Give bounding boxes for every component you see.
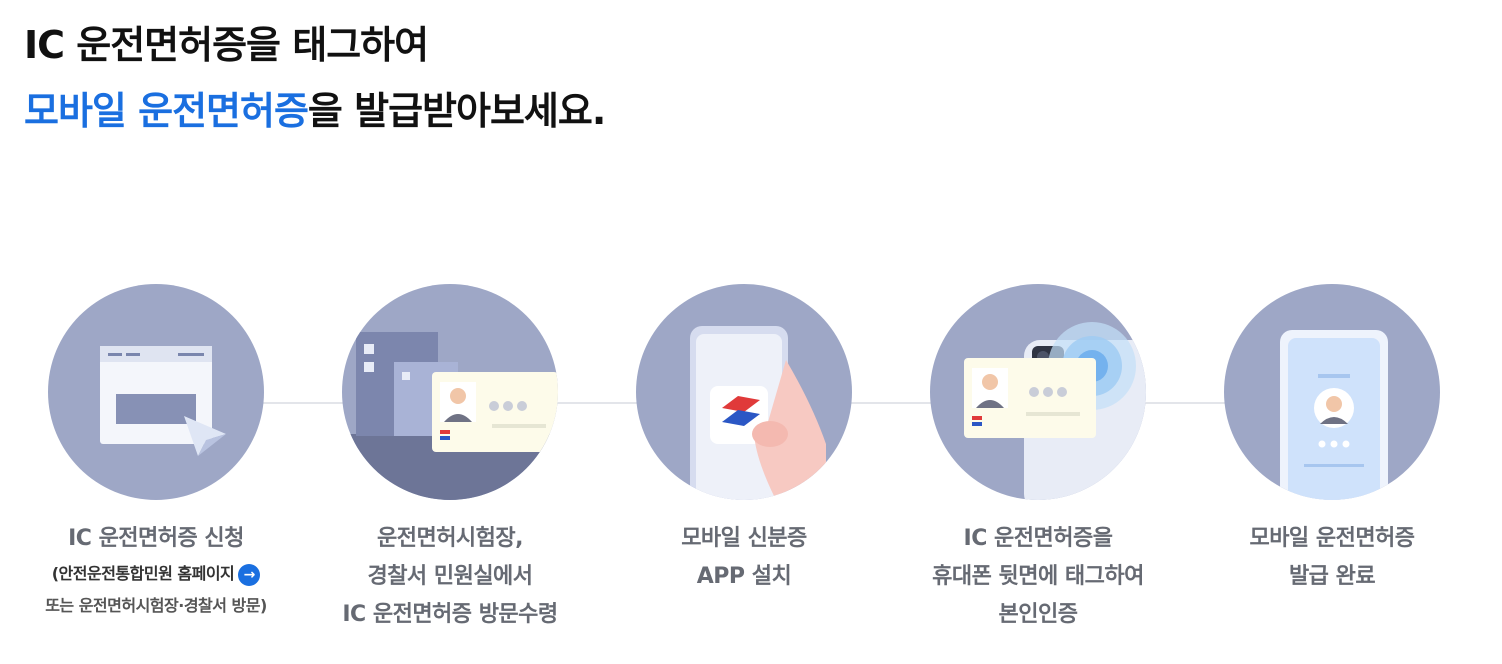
headline-line2: 모바일 운전면허증을 발급받아보세요. <box>24 78 606 144</box>
step-5-line2: 발급 완료 <box>1288 564 1376 589</box>
step-1-link-row[interactable]: (안전운전통합민원 홈페이지→ <box>8 558 304 590</box>
step-4-line3: 본인인증 <box>998 602 1078 627</box>
step-5-line1: 모바일 운전면허증 <box>1249 526 1415 551</box>
arrow-right-icon[interactable]: → <box>238 563 261 586</box>
office-idcard-icon <box>342 284 558 500</box>
step-2-label: 운전면허시험장, 경찰서 민원실에서 IC 운전면허증 방문수령 <box>302 520 598 634</box>
step-2-line2: 경찰서 민원실에서 <box>367 564 533 589</box>
steps-process: IC 운전면허증 신청 (안전운전통합민원 홈페이지→ 또는 운전면허시험장·경… <box>0 280 1502 664</box>
step-4-line1: IC 운전면허증을 <box>963 526 1113 551</box>
step-1-link-text[interactable]: 안전운전통합민원 홈페이지 <box>58 564 235 583</box>
step-3-label: 모바일 신분증 APP 설치 <box>596 520 892 596</box>
step-1-paren: ( <box>51 564 59 583</box>
step-3-line1: 모바일 신분증 <box>681 526 807 551</box>
step-5-label: 모바일 운전면허증 발급 완료 <box>1184 520 1480 596</box>
step-2-line1: 운전면허시험장, <box>376 526 524 551</box>
headline-accent: 모바일 운전면허증 <box>24 89 309 133</box>
step-4-line2: 휴대폰 뒷면에 태그하여 <box>932 564 1144 589</box>
mobile-license-complete-icon <box>1224 284 1440 500</box>
step-2-line3: IC 운전면허증 방문수령 <box>342 602 558 627</box>
step-1-sub2: 또는 운전면허시험장·경찰서 방문) <box>45 596 267 615</box>
step-1-line1: IC 운전면허증 신청 <box>68 526 244 551</box>
headline-line1: IC 운전면허증을 태그하여 <box>24 23 429 67</box>
headline-rest: 을 발급받아보세요. <box>307 89 606 133</box>
phone-app-install-icon <box>636 284 852 500</box>
step-4-label: IC 운전면허증을 휴대폰 뒷면에 태그하여 본인인증 <box>890 520 1186 634</box>
step-3-line2: APP 설치 <box>696 564 792 589</box>
browser-apply-icon <box>48 284 264 500</box>
headline: IC 운전면허증을 태그하여 모바일 운전면허증을 발급받아보세요. <box>24 12 606 144</box>
step-1-label: IC 운전면허증 신청 (안전운전통합민원 홈페이지→ 또는 운전면허시험장·경… <box>8 520 304 622</box>
nfc-tag-phone-icon <box>930 284 1146 500</box>
